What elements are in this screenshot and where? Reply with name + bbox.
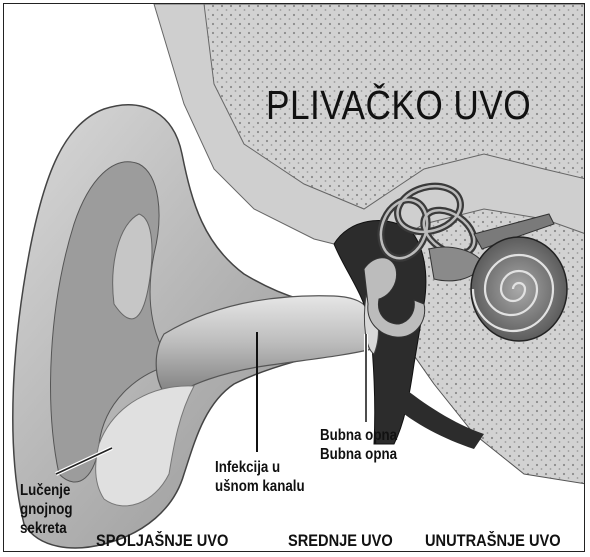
discharge-label-line: sekreta	[20, 519, 73, 538]
diagram-frame: PLIVAČKO UVO Lučenje gnojnog sekreta Inf…	[3, 3, 585, 552]
region-outer-ear: SPOLJAŠNJE UVO	[96, 531, 228, 551]
eardrum-label-line: Bubna opna	[320, 426, 397, 445]
discharge-label-line: gnojnog	[20, 500, 73, 519]
region-middle-ear: SREDNJE UVO	[288, 531, 393, 551]
eardrum-label-line: Bubna opna	[320, 445, 397, 464]
diagram-title: PLIVAČKO UVO	[266, 82, 531, 129]
infection-label: Infekcija u ušnom kanalu	[215, 458, 305, 496]
eardrum-label: Bubna opna Bubna opna	[320, 426, 397, 464]
infection-label-line: ušnom kanalu	[215, 477, 305, 496]
cochlea	[471, 237, 567, 341]
discharge-label: Lučenje gnojnog sekreta	[20, 481, 73, 538]
infection-label-line: Infekcija u	[215, 458, 305, 477]
region-inner-ear: UNUTRAŠNJE UVO	[425, 531, 561, 551]
discharge-label-line: Lučenje	[20, 481, 73, 500]
